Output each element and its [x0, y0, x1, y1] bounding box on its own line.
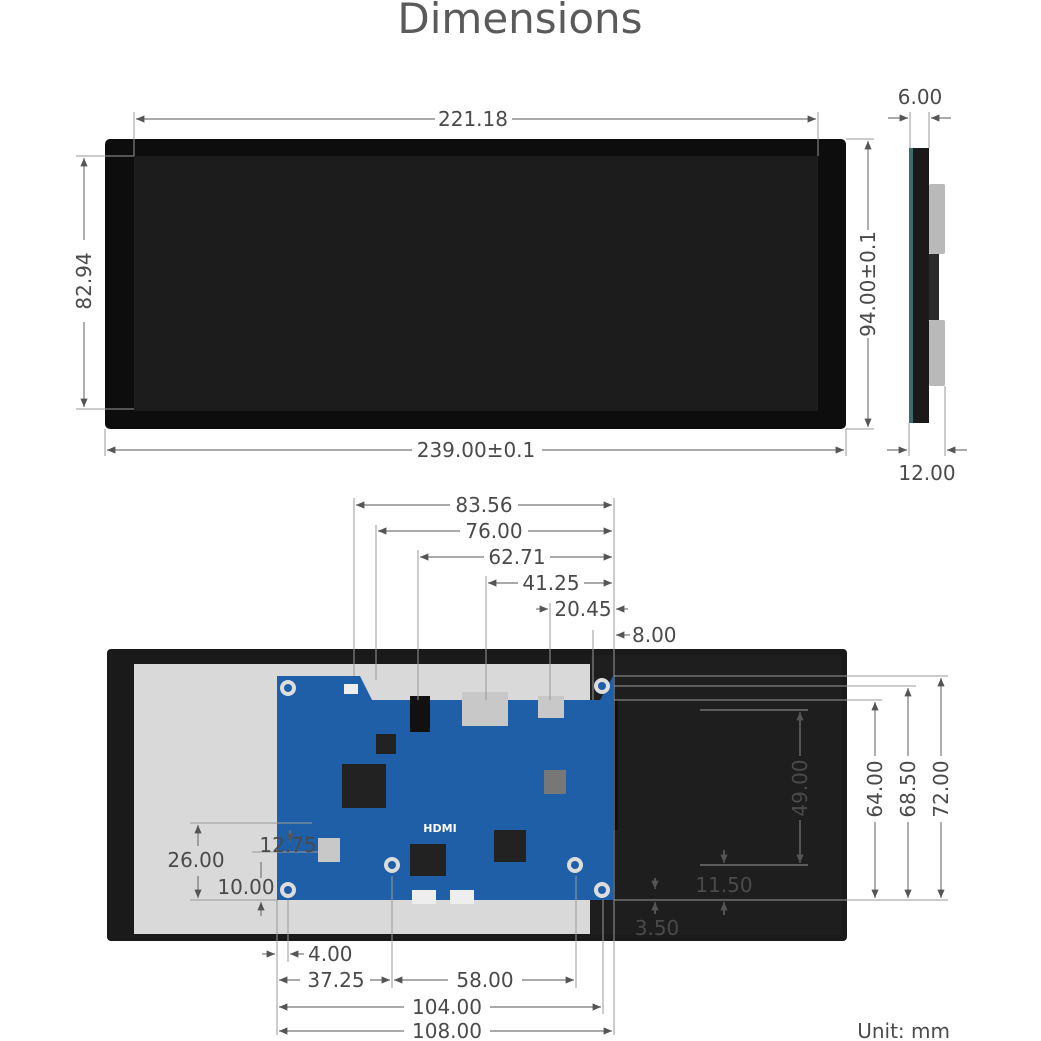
offset-8-00: 8.00	[632, 623, 677, 647]
side-connector-bottom	[929, 320, 945, 386]
offset-41-25: 41.25	[522, 571, 579, 595]
dim-26-00: 26.00	[167, 848, 224, 872]
dim-3-50: 3.50	[635, 916, 680, 940]
offset-62-71: 62.71	[488, 545, 545, 569]
total-width-label: 239.00±0.1	[417, 438, 536, 462]
total-thickness-label: 12.00	[898, 461, 955, 485]
dim-11-50: 11.50	[695, 873, 752, 897]
fpc-ribbon	[590, 655, 842, 935]
dim-49-00: 49.00	[788, 759, 812, 816]
dim-12-75: 12.75	[259, 833, 316, 857]
side-panel	[909, 148, 929, 423]
dim-72-00: 72.00	[929, 760, 953, 817]
offset-83-56: 83.56	[455, 493, 512, 517]
front-view: 221.18 239.00±0.1 82.94 94.00±0.1	[72, 107, 880, 462]
audio-jack	[410, 696, 430, 732]
dim-58-00: 58.00	[456, 968, 513, 992]
active-height-label: 82.94	[72, 252, 96, 309]
active-width-label: 221.18	[438, 107, 508, 131]
power-switch	[344, 684, 358, 694]
speaker-connector	[412, 890, 436, 904]
active-area	[134, 156, 818, 411]
dim-4-00: 4.00	[308, 942, 353, 966]
page-title: Dimensions	[397, 0, 642, 43]
board-hdmi-logo: HDMI	[423, 822, 456, 835]
driver-board: HDMI	[277, 676, 613, 904]
unit-label: Unit: mm	[857, 1019, 950, 1041]
touch-port	[318, 838, 340, 862]
dim-68-50: 68.50	[896, 760, 920, 817]
dim-37-25: 37.25	[307, 968, 364, 992]
hdmi-port	[462, 692, 508, 726]
main-chip	[342, 764, 386, 808]
dim-64-00: 64.00	[863, 760, 887, 817]
total-height-label: 94.00±0.1	[856, 231, 880, 337]
panel-thickness-label: 6.00	[898, 85, 943, 109]
side-view: 6.00 12.00	[887, 85, 967, 485]
power-port	[538, 696, 564, 718]
key-connector	[450, 890, 474, 904]
dim-10-00: 10.00	[217, 875, 274, 899]
back-view: HDMI 83.56 76.00 62.71 41.25 20.45 8.00	[107, 493, 953, 1041]
dim-104-00: 104.00	[412, 995, 482, 1019]
dim-108-00: 108.00	[412, 1019, 482, 1041]
offset-76-00: 76.00	[465, 519, 522, 543]
offset-20-45: 20.45	[554, 597, 611, 621]
side-connector-top	[929, 184, 945, 254]
